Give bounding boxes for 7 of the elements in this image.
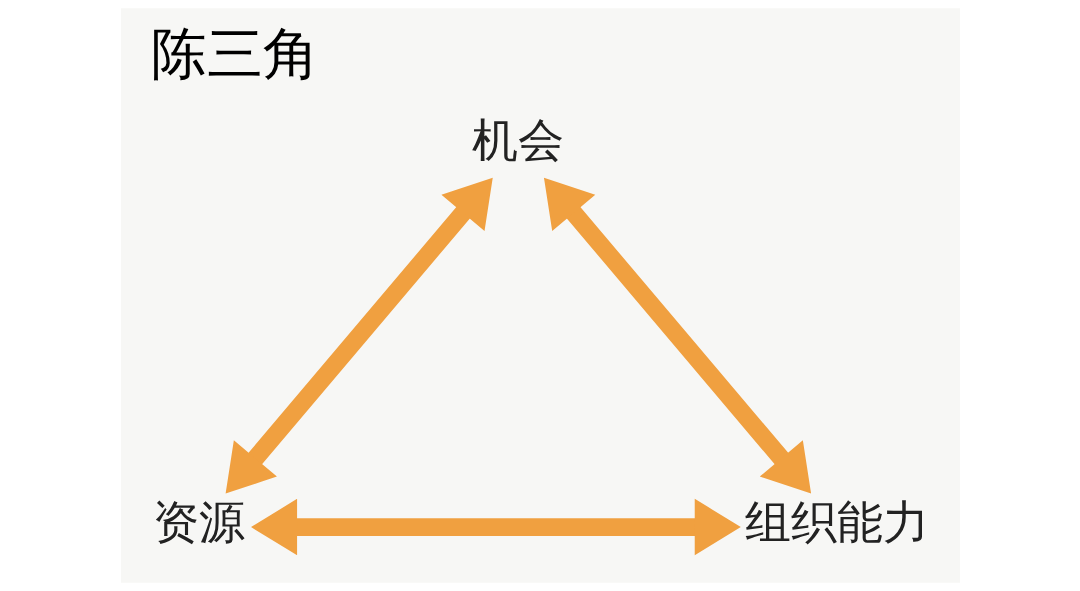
diagram-title: 陈三角 — [150, 21, 319, 87]
node-text: 组织能力 — [744, 496, 929, 550]
node-text: 资源 — [152, 496, 245, 550]
arrow — [543, 177, 811, 494]
node-text: 机会 — [471, 114, 564, 168]
arrow — [250, 498, 741, 556]
arrow — [225, 177, 493, 494]
